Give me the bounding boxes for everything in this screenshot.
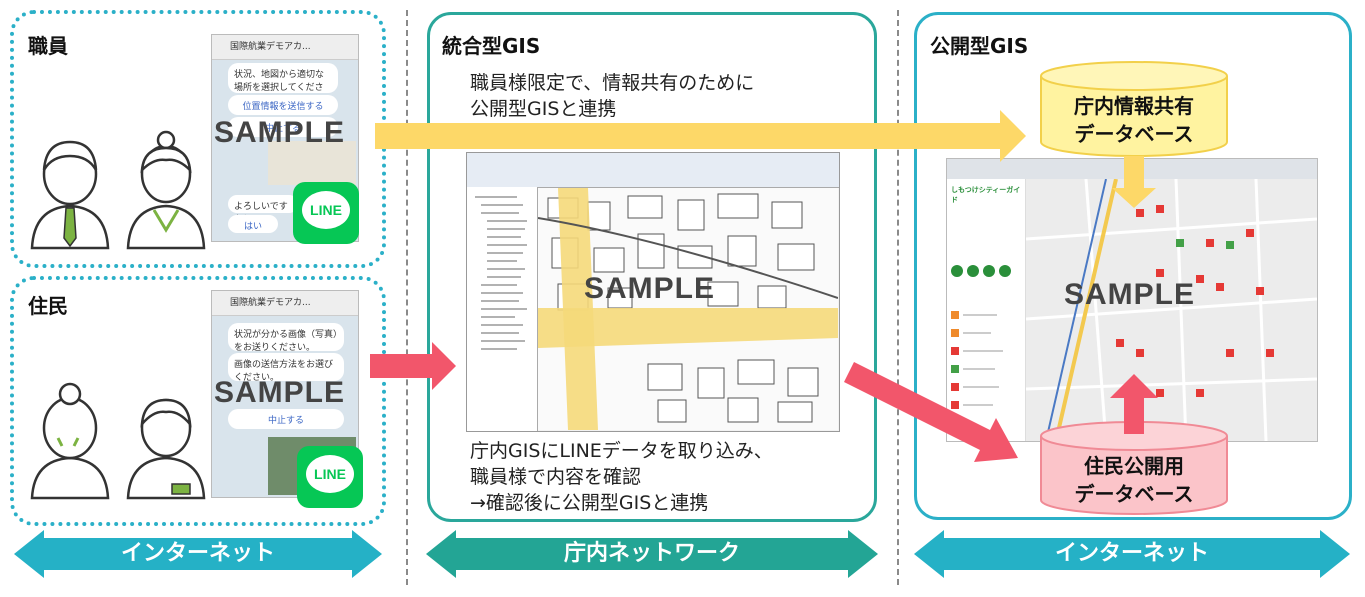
banner-right: インターネット xyxy=(914,532,1350,576)
desc-line: →確認後に公開型GISと連携 xyxy=(470,492,709,514)
sample-watermark-integrated: SAMPLE xyxy=(584,272,716,305)
public-map-window: しもつけシティーガイド xyxy=(946,158,1318,442)
gis-map-canvas xyxy=(538,188,838,430)
integrated-gis-box xyxy=(427,12,877,522)
line-logo-text: LINE xyxy=(314,466,346,482)
resident-cancel-button[interactable]: 中止する xyxy=(228,409,344,429)
integrated-desc-bottom: 庁内GISにLINEデータを取り込み、 職員様で内容を確認 →確認後に公開型GI… xyxy=(470,438,773,516)
db-public-label: 住民公開用 データベース xyxy=(1039,452,1229,508)
gis-app-window xyxy=(466,152,840,432)
banner-left: インターネット xyxy=(14,532,382,576)
db-label-line: 住民公開用 xyxy=(1084,454,1184,478)
public-gis-title: 公開型GIS xyxy=(930,34,1029,58)
banner-middle-label: 庁内ネットワーク xyxy=(563,541,740,566)
yes-button[interactable]: はい xyxy=(228,215,278,233)
banner-left-shape xyxy=(14,530,382,578)
staff-title: 職員 xyxy=(28,34,68,58)
banner-middle-shape xyxy=(426,530,878,578)
cancel-button[interactable]: 中止する xyxy=(228,117,338,137)
db-label-line: データベース xyxy=(1074,482,1194,506)
staff-phone-screen: 国際航業デモアカ... 状況、地図から適切な場所を選択してください。 位置情報を… xyxy=(211,34,359,242)
resident-people-illustration xyxy=(30,382,206,500)
desc-line: 職員様で内容を確認 xyxy=(470,466,642,488)
public-gis-box xyxy=(914,12,1352,520)
db-internal-label: 庁内情報共有 データベース xyxy=(1039,92,1229,148)
db-label-line: 庁内情報共有 xyxy=(1074,94,1194,118)
db-internal-shared xyxy=(1040,61,1228,157)
banner-middle: 庁内ネットワーク xyxy=(426,532,878,576)
db-label-line: データベース xyxy=(1074,122,1194,146)
red-arrow-diagonal xyxy=(844,362,1018,462)
sample-watermark-public: SAMPLE xyxy=(1064,278,1196,311)
separator-left xyxy=(406,10,408,585)
public-map-canvas xyxy=(1026,179,1317,441)
line-logo-staff: LINE xyxy=(293,182,359,244)
resident-box xyxy=(10,276,386,526)
yellow-arrow xyxy=(375,110,1026,162)
desc-line: 庁内GISにLINEデータを取り込み、 xyxy=(470,440,773,462)
resident-title: 住民 xyxy=(28,294,68,318)
db-public xyxy=(1040,421,1228,515)
yellow-arrow-down xyxy=(1112,156,1156,208)
line-logo-text: LINE xyxy=(310,202,342,218)
integrated-gis-title: 統合型GIS xyxy=(442,34,541,58)
gis-toolbar xyxy=(467,153,839,188)
red-arrow-resident xyxy=(370,342,456,390)
red-arrow-up xyxy=(1110,374,1158,434)
banner-right-shape xyxy=(914,530,1350,578)
phone-title: 国際航業デモアカ... xyxy=(212,291,358,316)
map-sidebar: しもつけシティーガイド xyxy=(947,179,1026,441)
separator-right xyxy=(897,10,899,585)
desc-line: 公開型GISと連携 xyxy=(470,98,617,120)
banner-left-label: インターネット xyxy=(120,541,275,566)
staff-people-illustration xyxy=(30,130,206,250)
gis-layer-tree xyxy=(467,187,538,431)
resident-message-1: 状況が分かる画像（写真）をお送りください。 xyxy=(228,323,344,353)
sample-watermark-resident: SAMPLE xyxy=(214,376,346,409)
resident-message-2: 画像の送信方法をお選びください。 xyxy=(228,353,344,383)
mini-map xyxy=(268,141,356,185)
line-logo-resident: LINE xyxy=(297,446,363,508)
phone-title: 国際航業デモアカ... xyxy=(212,35,358,60)
banner-right-label: インターネット xyxy=(1054,541,1209,566)
sample-watermark-staff: SAMPLE xyxy=(214,116,346,149)
integrated-desc-top: 職員様限定で、情報共有のために 公開型GISと連携 xyxy=(470,70,754,122)
desc-line: 職員様限定で、情報共有のために xyxy=(470,72,755,94)
send-location-button[interactable]: 位置情報を送信する xyxy=(228,95,338,115)
map-brand: しもつけシティーガイド xyxy=(951,186,1021,204)
